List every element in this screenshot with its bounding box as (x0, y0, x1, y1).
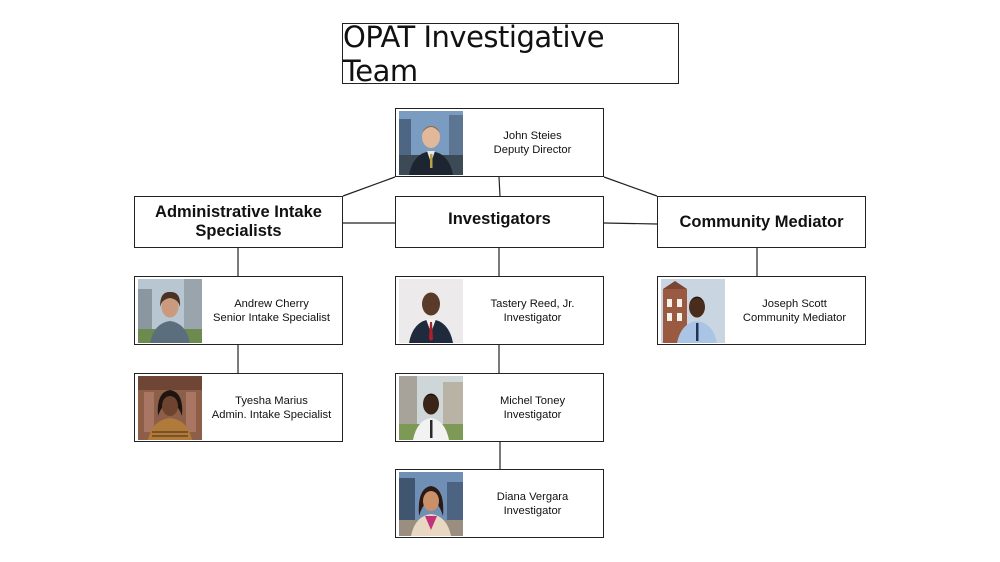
connector-director-mediator (603, 176, 658, 197)
portrait-photo-icon (399, 472, 463, 536)
chart-title: OPAT Investigative Team (343, 19, 605, 88)
member-card-tyesha-marius: Tyesha Marius Admin. Intake Specialist (134, 373, 343, 442)
department-label: Community Mediator (679, 212, 844, 231)
member-text: Michel Toney Investigator (466, 374, 599, 441)
member-role: Investigator (503, 408, 562, 421)
member-name: Joseph Scott (762, 297, 827, 310)
portrait-photo-icon (138, 376, 202, 440)
member-card-joseph-scott: Joseph Scott Community Mediator (657, 276, 866, 345)
member-text: Diana Vergara Investigator (466, 470, 599, 537)
member-role: Senior Intake Specialist (213, 311, 330, 324)
portrait-photo-icon (138, 279, 202, 343)
connector-director-investigators (498, 176, 501, 197)
member-text: Tyesha Marius Admin. Intake Specialist (205, 374, 338, 441)
connector-investigators-mediator (603, 222, 658, 225)
director-text: John Steies Deputy Director (466, 109, 599, 176)
member-role: Admin. Intake Specialist (211, 408, 332, 421)
member-text: Tastery Reed, Jr. Investigator (466, 277, 599, 344)
department-label-line2: Specialists (195, 222, 282, 240)
member-role: Community Mediator (742, 311, 847, 324)
portrait-photo-icon (399, 279, 463, 343)
department-label: Investigators (448, 209, 551, 228)
portrait-photo-icon (399, 376, 463, 440)
connector-director-admin (342, 176, 396, 197)
department-header-admin-intake: Administrative Intake Specialists (134, 196, 343, 248)
member-name: Michel Toney (499, 394, 566, 407)
member-name: Tastery Reed, Jr. (490, 297, 575, 310)
member-card-michel-toney: Michel Toney Investigator (395, 373, 604, 442)
portrait-photo-icon (661, 279, 725, 343)
chart-title-box: OPAT Investigative Team (342, 20, 679, 88)
member-card-andrew-cherry: Andrew Cherry Senior Intake Specialist (134, 276, 343, 345)
member-text: Joseph Scott Community Mediator (728, 277, 861, 344)
director-role: Deputy Director (493, 143, 572, 156)
member-text: Andrew Cherry Senior Intake Specialist (205, 277, 338, 344)
member-name: Diana Vergara (496, 490, 569, 503)
member-role: Investigator (503, 504, 562, 517)
member-name: Andrew Cherry (234, 297, 309, 310)
member-card-tastery-reed: Tastery Reed, Jr. Investigator (395, 276, 604, 345)
director-name: John Steies (503, 129, 562, 142)
member-role: Investigator (503, 311, 562, 324)
member-name: Tyesha Marius (235, 394, 308, 407)
department-label-line1: Administrative Intake (155, 203, 322, 221)
department-header-investigators: Investigators (395, 196, 604, 248)
director-card: John Steies Deputy Director (395, 108, 604, 177)
department-header-community-mediator: Community Mediator (657, 196, 866, 248)
member-card-diana-vergara: Diana Vergara Investigator (395, 469, 604, 538)
portrait-photo-icon (399, 111, 463, 175)
